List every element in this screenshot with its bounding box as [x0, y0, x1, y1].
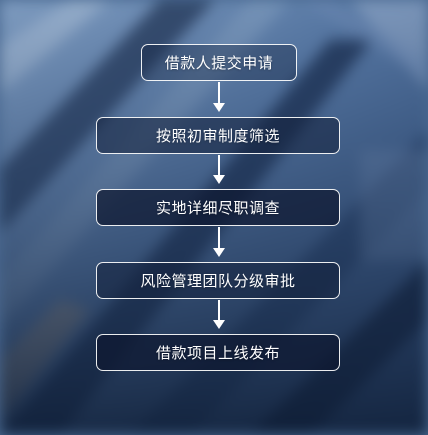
arrow-down-icon — [213, 300, 225, 330]
step-box-risk-approval: 风险管理团队分级审批 — [96, 262, 340, 299]
step-label: 按照初审制度筛选 — [155, 127, 280, 145]
step-box-initial-screening: 按照初审制度筛选 — [96, 117, 340, 154]
step-label: 借款人提交申请 — [164, 54, 274, 72]
step-label: 借款项目上线发布 — [155, 344, 280, 362]
arrow-down-icon — [213, 82, 225, 112]
step-box-project-launch: 借款项目上线发布 — [96, 334, 340, 371]
step-box-submit-application: 借款人提交申请 — [141, 44, 297, 81]
step-box-due-diligence: 实地详细尽职调查 — [96, 189, 340, 226]
step-label: 风险管理团队分级审批 — [140, 272, 296, 290]
arrow-down-icon — [213, 155, 225, 185]
arrow-down-icon — [213, 227, 225, 257]
step-label: 实地详细尽职调查 — [155, 199, 280, 217]
